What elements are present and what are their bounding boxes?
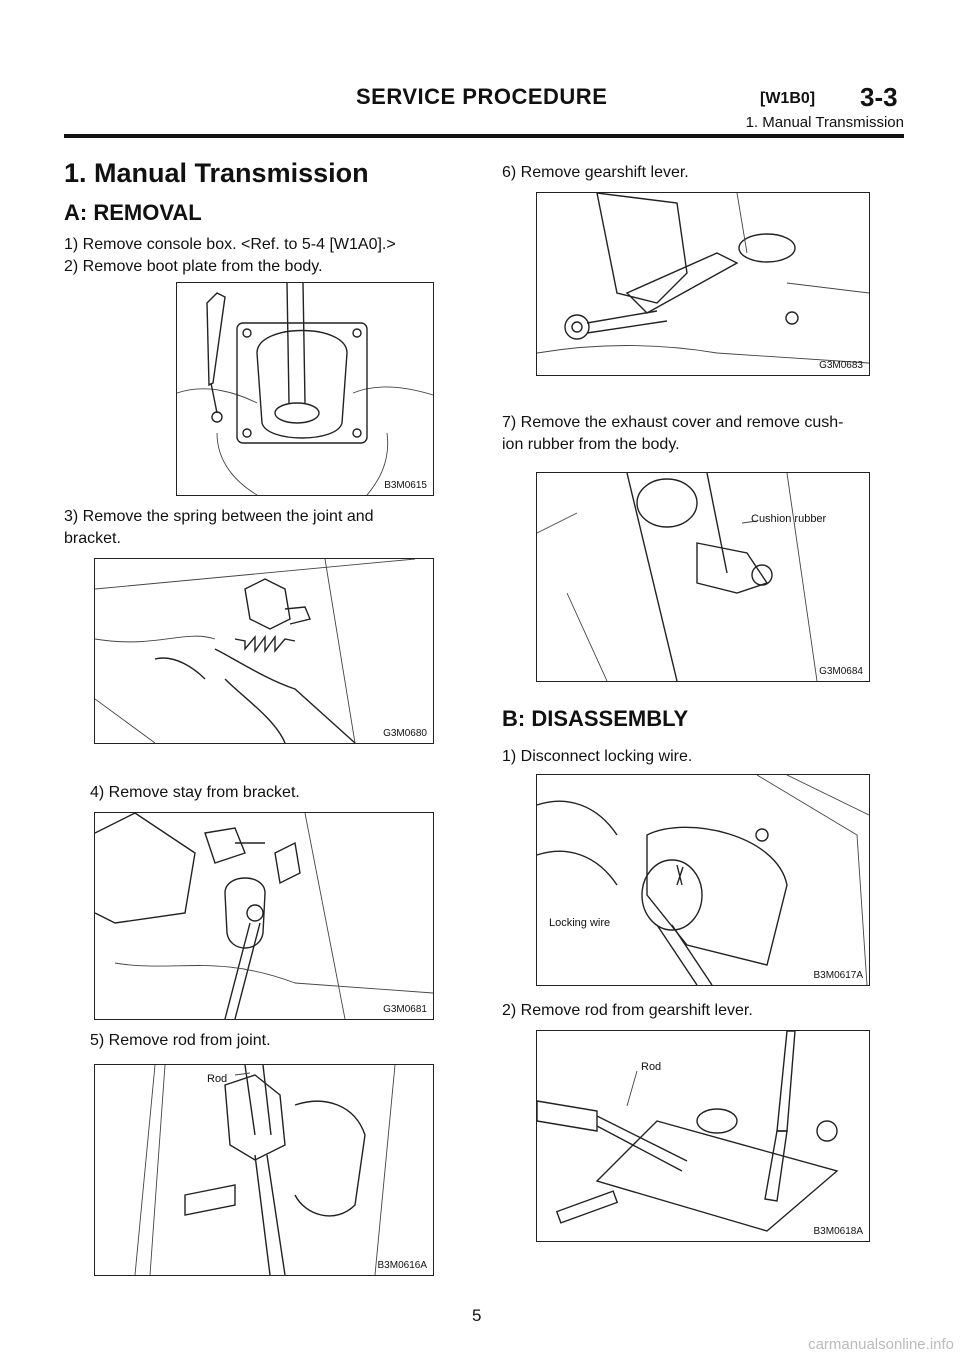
figure-code: B3M0618A — [813, 1226, 863, 1237]
header-code: [W1B0] — [760, 90, 816, 107]
disassembly-heading: B: DISASSEMBLY — [502, 706, 689, 731]
figure-rod-gearshift: Rod B3M0618A — [536, 1030, 870, 1242]
figure-code: G3M0684 — [819, 666, 863, 677]
figure-code: G3M0681 — [383, 1004, 427, 1015]
watermark: carmanualsonline.info — [808, 1336, 954, 1353]
illustration-stay — [95, 813, 433, 1019]
illustration-cushion-rubber — [537, 473, 818, 681]
removal-step-3: 3) Remove the spring between the joint a… — [64, 508, 374, 525]
cushion-rubber-label: Cushion rubber — [751, 513, 827, 525]
removal-step-3-cont: bracket. — [64, 530, 121, 547]
figure-cushion-rubber: Cushion rubber G3M0684 — [536, 472, 870, 682]
figure-code: G3M0683 — [819, 360, 863, 371]
illustration-gearshift — [537, 193, 869, 364]
locking-wire-label: Locking wire — [549, 917, 611, 929]
illustration-rod-joint — [134, 1065, 396, 1275]
page-number: 5 — [472, 1306, 482, 1325]
figure-gearshift: G3M0683 — [536, 192, 870, 376]
removal-step-1: 1) Remove console box. <Ref. to 5-4 [W1A… — [64, 236, 396, 253]
removal-step-4: 4) Remove stay from bracket. — [90, 784, 300, 801]
header-rule — [64, 134, 904, 138]
figure-boot-plate: B3M0615 — [176, 282, 434, 496]
header-section-number: 3-3 — [860, 82, 898, 112]
header-subtitle: 1. Manual Transmission — [745, 114, 904, 131]
figure-stay: G3M0681 — [94, 812, 434, 1020]
removal-step-2: 2) Remove boot plate from the body. — [64, 258, 323, 275]
illustration-boot-plate — [177, 283, 433, 495]
illustration-rod-gearshift — [537, 1031, 839, 1232]
figure-code: B3M0616A — [377, 1260, 427, 1271]
figure-locking-wire: Locking wire B3M0617A — [536, 774, 870, 986]
header-title: SERVICE PROCEDURE — [356, 84, 608, 109]
figure-code: G3M0680 — [383, 728, 427, 739]
page-heading: 1. Manual Transmission — [64, 158, 369, 188]
removal-step-5: 5) Remove rod from joint. — [90, 1032, 271, 1049]
figure-spring: G3M0680 — [94, 558, 434, 744]
removal-step-6: 6) Remove gearshift lever. — [502, 164, 689, 181]
disassembly-step-2: 2) Remove rod from gearshift lever. — [502, 1002, 753, 1019]
rod-label: Rod — [207, 1073, 228, 1085]
removal-step-7: 7) Remove the exhaust cover and remove c… — [502, 414, 844, 431]
removal-step-7-cont: ion rubber from the body. — [502, 436, 680, 453]
disassembly-step-1: 1) Disconnect locking wire. — [502, 748, 693, 765]
figure-rod-joint: Rod B3M0616A — [94, 1064, 434, 1276]
figure-code: B3M0615 — [384, 480, 427, 491]
rod-label: Rod — [641, 1061, 662, 1073]
illustration-locking-wire — [537, 775, 869, 985]
illustration-spring — [95, 559, 416, 743]
removal-heading: A: REMOVAL — [64, 200, 202, 225]
figure-code: B3M0617A — [813, 970, 863, 981]
